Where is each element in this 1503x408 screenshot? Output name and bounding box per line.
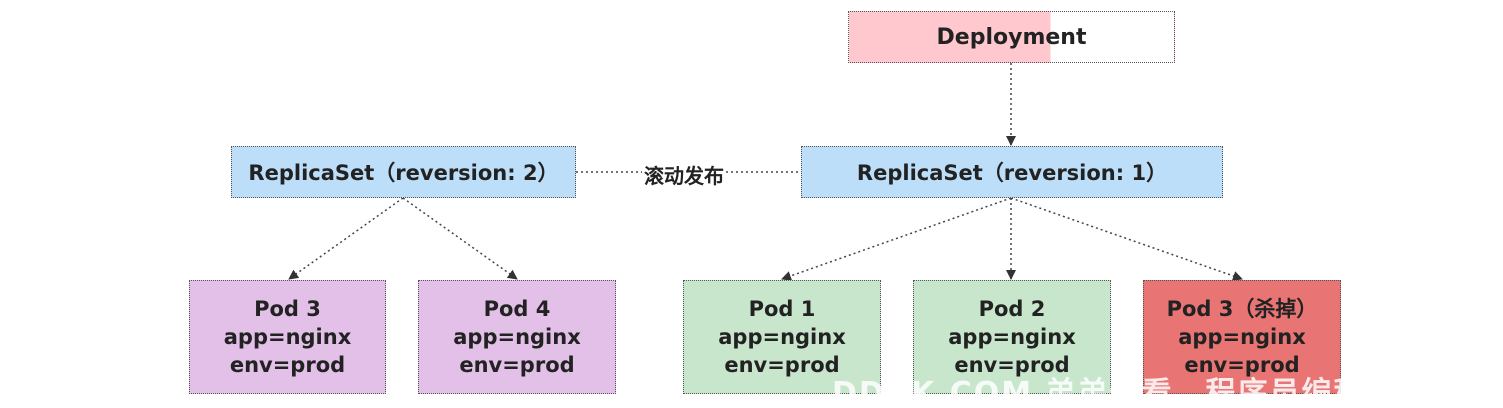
watermark: DDKK.COM 弟弟快看，程序员编程资料站 [832, 376, 1342, 408]
pod-env-label: env=prod [954, 353, 1070, 377]
pod-name: Pod 1 [748, 297, 816, 321]
pod-node-pod3-killed: Pod 3（杀掉） app=nginx env=prod [1143, 280, 1341, 394]
deployment-label: Deployment [936, 24, 1087, 50]
edge-rs1-to-pod1 [781, 197, 1012, 281]
pod-name: Pod 3 [254, 297, 321, 321]
pod-env-label: env=prod [724, 353, 840, 377]
deployment-node: Deployment [848, 11, 1175, 63]
replicaset-rev1-node: ReplicaSet（reversion: 1） [801, 146, 1223, 198]
pod-node-pod3: Pod 3 app=nginx env=prod [189, 280, 386, 394]
pod-app-label: app=nginx [948, 325, 1076, 349]
pod-node-pod2: Pod 2 app=nginx env=prod [913, 280, 1111, 394]
pod-node-pod4: Pod 4 app=nginx env=prod [418, 280, 616, 394]
pod-app-label: app=nginx [718, 325, 846, 349]
pod-app-label: app=nginx [453, 325, 581, 349]
pod-env-label: env=prod [459, 353, 575, 377]
replicaset-rev2-node: ReplicaSet（reversion: 2） [231, 146, 576, 198]
pod-name: Pod 3（杀掉） [1166, 297, 1318, 321]
pod-name: Pod 4 [483, 297, 551, 321]
edge-rs1-to-pod3-killed [1010, 197, 1243, 281]
replicaset-rev2-label: ReplicaSet（reversion: 2） [248, 161, 559, 185]
rolling-update-label: 滚动发布 [642, 160, 726, 189]
pod-env-label: env=prod [229, 353, 346, 377]
pod-app-label: app=nginx [223, 325, 352, 349]
replicaset-rev1-label: ReplicaSet（reversion: 1） [856, 161, 1168, 185]
pod-node-pod1: Pod 1 app=nginx env=prod [683, 280, 881, 394]
pod-name: Pod 2 [978, 297, 1046, 321]
edge-rs2-to-pod4 [402, 197, 518, 280]
pod-app-label: app=nginx [1178, 325, 1306, 349]
edge-rs2-to-pod3 [288, 197, 404, 280]
pod-env-label: env=prod [1184, 353, 1300, 377]
